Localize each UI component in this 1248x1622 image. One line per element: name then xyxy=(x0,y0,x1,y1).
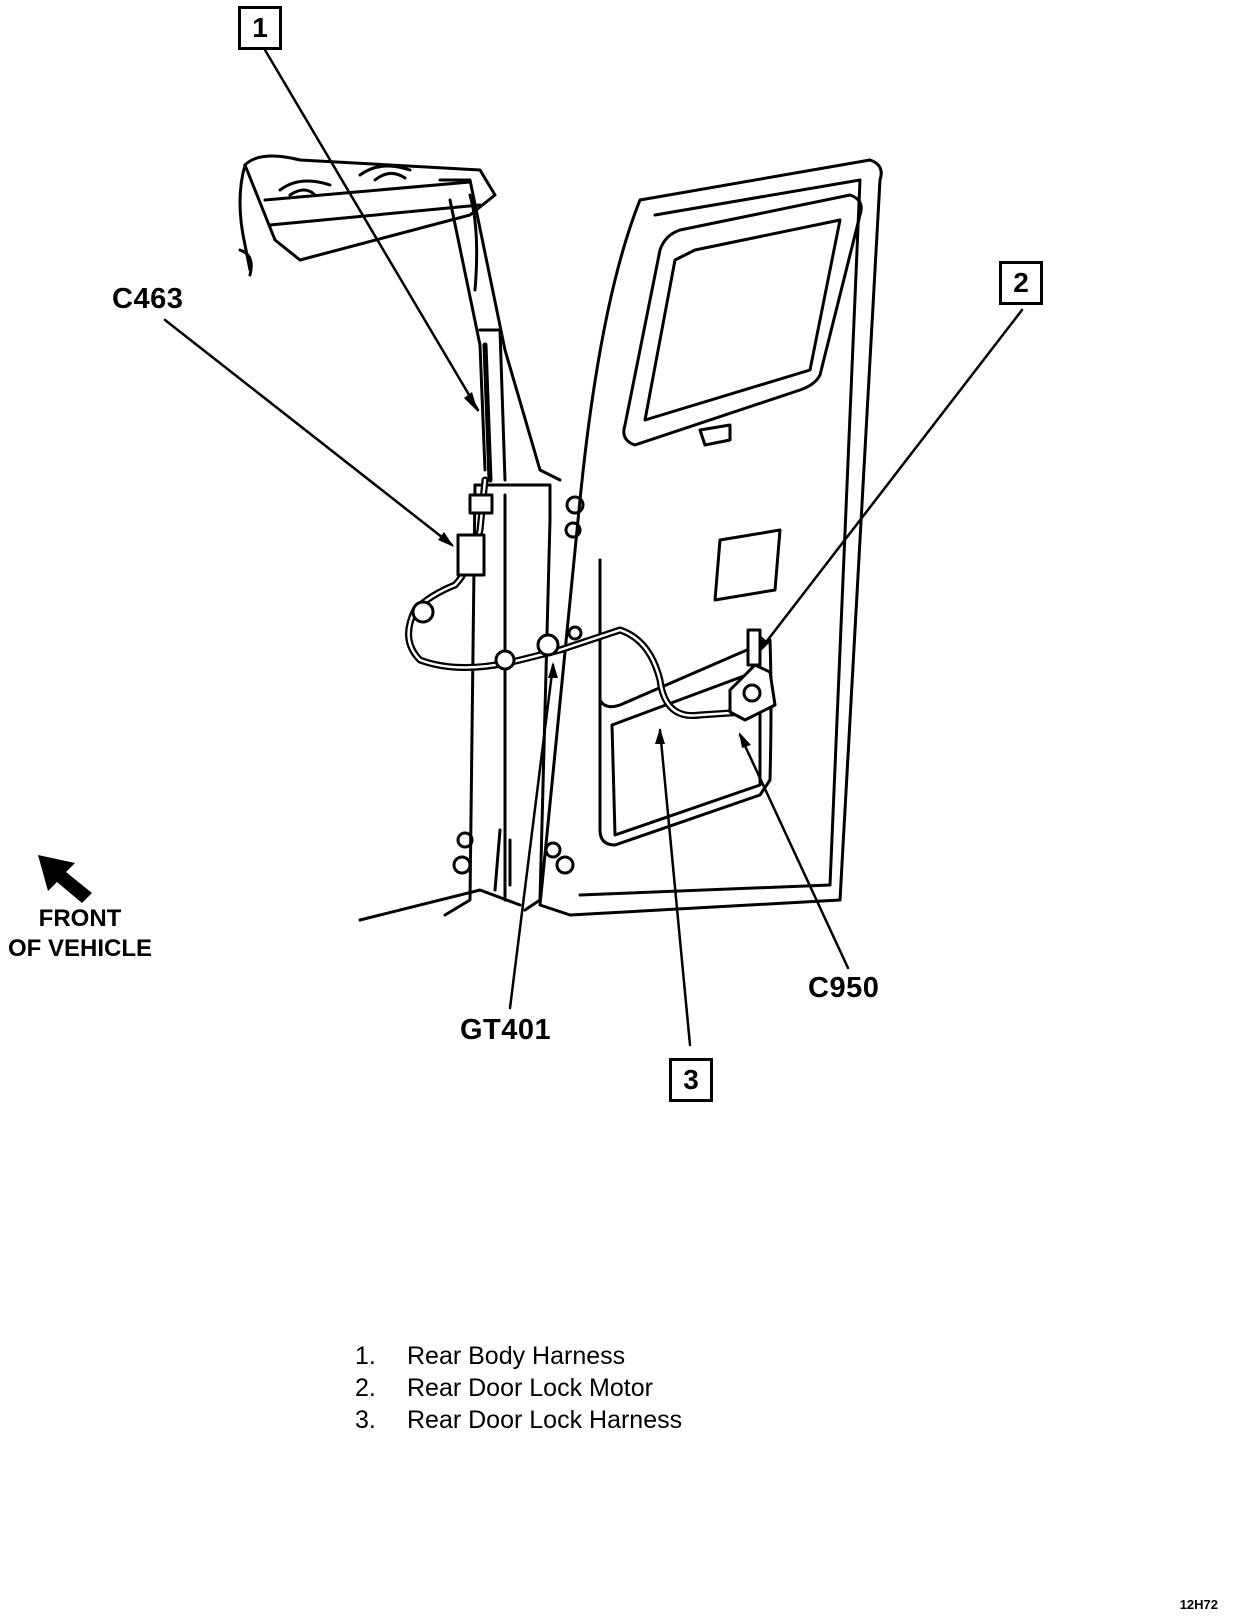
front-direction-arrow-icon xyxy=(38,855,92,903)
connector-c950-label: C950 xyxy=(808,972,880,1004)
legend-item-number: 3. xyxy=(355,1406,376,1434)
leader-arrowheads xyxy=(438,392,769,748)
front-of-vehicle-label: FRONT OF VEHICLE xyxy=(0,904,160,964)
legend-item-number: 2. xyxy=(355,1374,376,1402)
parts-legend: 1. Rear Body Harness 2. Rear Door Lock M… xyxy=(355,1340,682,1436)
legend-item-text: Rear Body Harness xyxy=(407,1342,626,1370)
callout-1-number: 1 xyxy=(252,12,268,43)
harness-wiring xyxy=(405,476,749,720)
legend-item: 2. Rear Door Lock Motor xyxy=(355,1372,682,1404)
figure-code: 12H72 xyxy=(1179,1597,1218,1612)
legend-item: 3. Rear Door Lock Harness xyxy=(355,1404,682,1436)
legend-item: 1. Rear Body Harness xyxy=(355,1340,682,1372)
legend-item-text: Rear Door Lock Motor xyxy=(407,1374,653,1402)
connector-c463-label: C463 xyxy=(112,283,184,315)
b-pillar xyxy=(358,178,562,922)
lock-motor xyxy=(728,628,777,722)
callout-2-number: 2 xyxy=(1013,267,1029,298)
leader-lines xyxy=(163,48,1024,1047)
front-label-line1: FRONT xyxy=(38,905,122,932)
roof-header-bracket xyxy=(238,154,497,277)
ground-gt401-label: GT401 xyxy=(460,1014,552,1046)
callout-3: 3 xyxy=(669,1058,713,1102)
rear-door-panel xyxy=(452,158,883,917)
front-label-line2: OF VEHICLE xyxy=(7,935,152,962)
callout-2: 2 xyxy=(999,261,1043,305)
legend-item-text: Rear Door Lock Harness xyxy=(407,1406,683,1434)
legend-item-number: 1. xyxy=(355,1342,376,1370)
callout-1: 1 xyxy=(238,6,282,50)
callout-3-number: 3 xyxy=(683,1064,699,1095)
